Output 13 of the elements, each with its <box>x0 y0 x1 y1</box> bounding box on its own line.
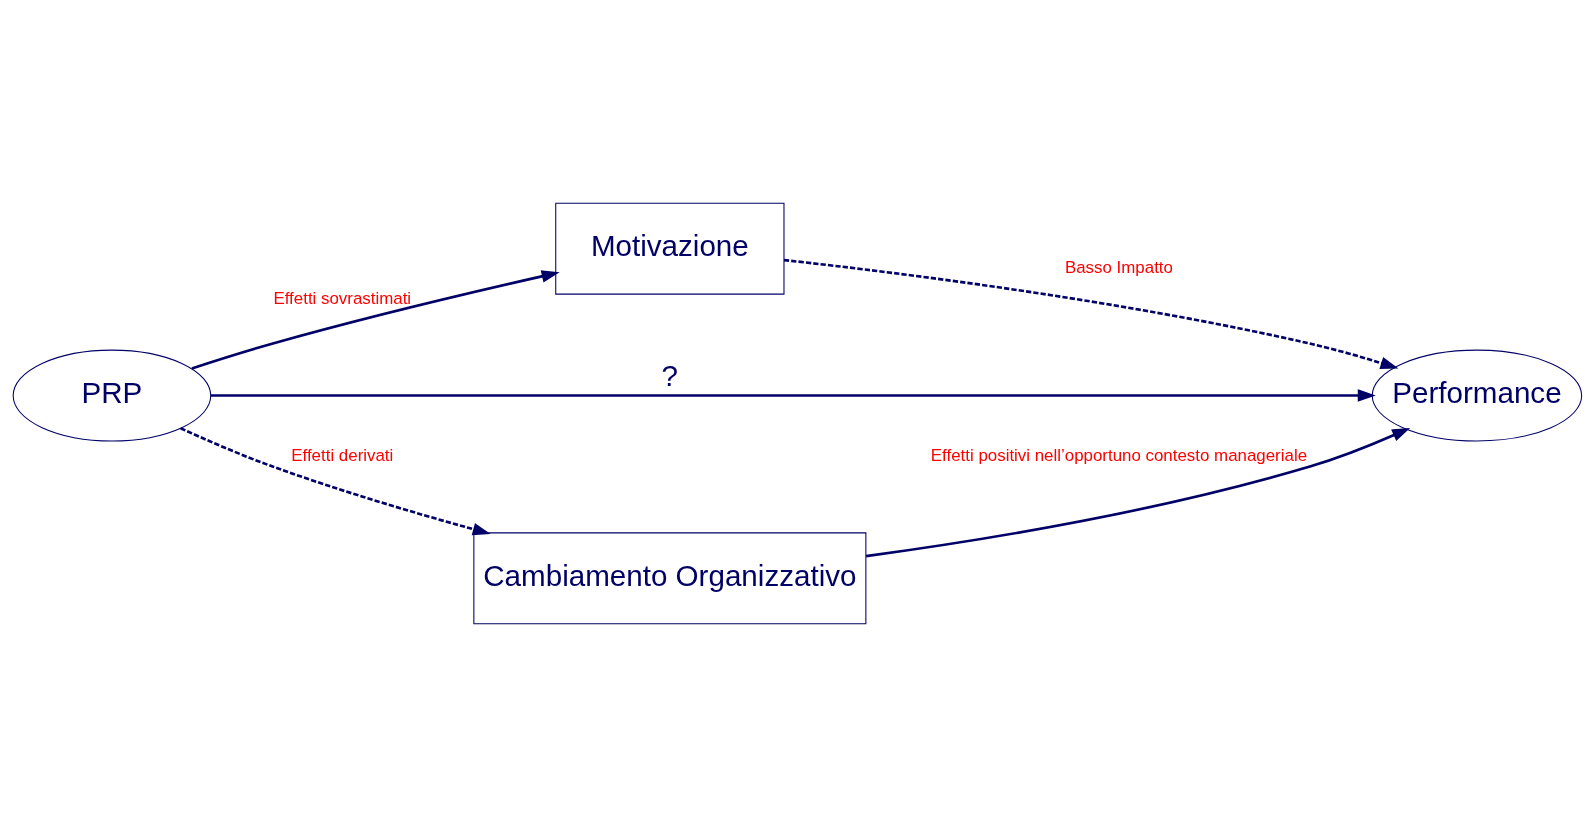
node-ellipse: PRP <box>12 349 212 442</box>
arrow <box>210 389 1376 402</box>
node-box: Motivazione <box>555 202 785 295</box>
node-box: Cambiamento Organizzativo <box>473 532 867 625</box>
arrow <box>191 270 560 370</box>
arrow <box>180 427 491 536</box>
arrow <box>865 427 1411 558</box>
edge-label: ? <box>661 359 679 393</box>
edge-label: Effetti sovrastimati <box>273 289 412 309</box>
edge-label: Basso Impatto <box>1064 257 1173 277</box>
edge-label: Effetti derivati <box>291 445 394 465</box>
arrow <box>783 258 1399 370</box>
edge-label: Effetti positivi nell’opportuno contesto manageriale <box>930 445 1308 465</box>
